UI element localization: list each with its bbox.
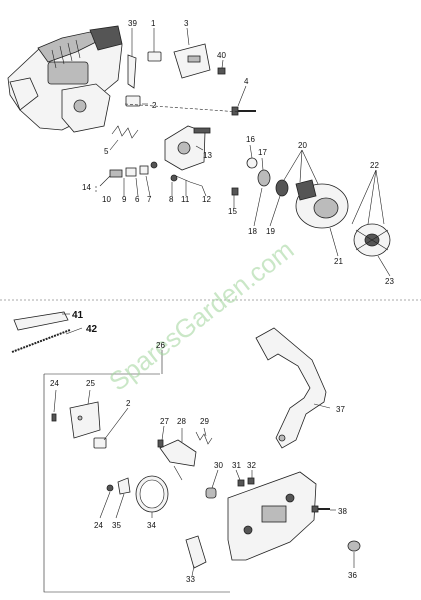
plate-2 [125,95,141,107]
label-37: 37 [336,405,345,414]
screw-38 [311,505,330,513]
clutch-23 [353,223,391,257]
label-11: 11 [181,195,190,204]
nut-36 [347,540,361,552]
label-2-bottom: 2 [126,399,131,408]
screw-40 [217,67,226,75]
label-9: 9 [122,195,127,204]
label-6: 6 [135,195,140,204]
label-23: 23 [385,277,394,286]
watermark: SparesGarden.com [103,234,299,396]
part-number-labels: 39 1 3 40 4 2 5 13 14 10 9 6 7 8 11 12 1… [50,19,394,584]
screw-24-top [51,413,57,422]
label-27: 27 [160,417,169,426]
label-21: 21 [334,257,343,266]
plate-1 [147,51,162,62]
label-5: 5 [104,147,109,156]
label-22: 22 [370,161,379,170]
label-15: 15 [228,207,237,216]
bracket-25 [69,401,101,439]
label-30: 30 [214,461,223,470]
label-12: 12 [202,195,211,204]
bar-41 [13,311,69,331]
label-17: 17 [258,148,267,157]
worm-17 [257,169,271,187]
spring-29 [195,431,213,445]
label-25: 25 [86,379,95,388]
screw-4 [231,106,256,116]
label-13: 13 [203,151,212,160]
label-7: 7 [147,195,152,204]
plate-2-bottom [93,437,107,449]
handle-guard-37 [255,327,327,449]
cover-3 [173,43,211,79]
label-39: 39 [128,19,137,28]
group-box-26 [43,373,230,593]
bearing-19 [275,179,289,197]
bushing-30 [205,487,217,499]
chain-42 [11,329,71,353]
label-29: 29 [200,417,209,426]
label-24-bottom: 24 [94,521,103,530]
label-32: 32 [247,461,256,470]
brake-band-34 [135,475,169,513]
washer-16 [246,157,258,169]
label-36: 36 [348,571,357,580]
label-3: 3 [184,19,189,28]
label-4: 4 [244,77,249,86]
screw-15 [231,187,239,196]
clutch-drum-21 [295,179,349,229]
label-28: 28 [177,417,186,426]
side-cover [227,471,317,561]
leader-lines-bottom [53,313,355,577]
label-16: 16 [246,135,255,144]
label-10: 10 [102,195,111,204]
parts-24-35 [106,477,131,495]
label-2: 2 [152,101,157,110]
screw-31-32 [237,477,255,487]
oil-pump-parts [109,161,203,187]
label-42: 42 [86,324,98,335]
label-33: 33 [186,575,195,584]
spring-5 [111,125,139,139]
label-34: 34 [147,521,156,530]
label-8: 8 [169,195,174,204]
label-31: 31 [232,461,241,470]
label-14: 14 [82,183,91,192]
part-33 [185,535,207,569]
leader-lines-top [95,27,391,277]
label-26: 26 [156,341,165,350]
oil-pump-assembly [164,125,211,171]
label-24-top: 24 [50,379,59,388]
label-19: 19 [266,227,275,236]
label-41: 41 [72,310,84,321]
label-18: 18 [248,227,257,236]
label-40: 40 [217,51,226,60]
engine-housing [7,25,123,133]
label-20: 20 [298,141,307,150]
pin-27 [157,439,164,448]
label-1: 1 [151,19,156,28]
engine-bracket-39 [127,54,137,89]
label-35: 35 [112,521,121,530]
label-38: 38 [338,507,347,516]
lever-28 [159,439,197,481]
